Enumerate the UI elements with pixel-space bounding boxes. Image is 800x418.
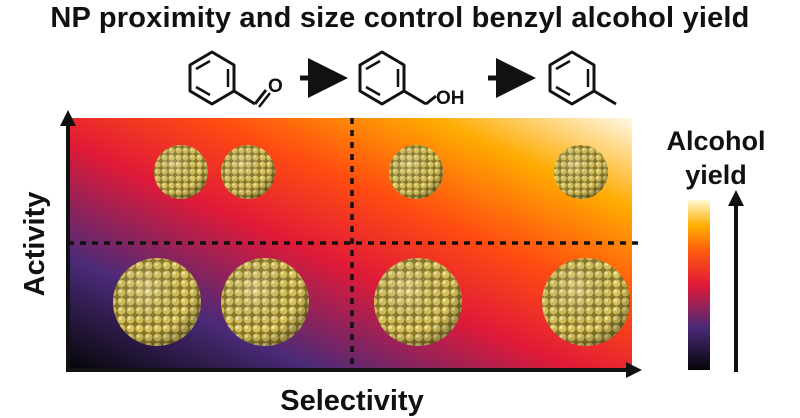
quadrant-bottom-left-particles — [113, 258, 309, 346]
reaction-scheme — [188, 50, 617, 108]
aldehyde-oxygen-label: O — [268, 76, 283, 97]
alcohol-oh-label: OH — [436, 88, 465, 109]
figure-title: NP proximity and size control benzyl alc… — [50, 2, 750, 34]
x-axis-arrowhead — [626, 362, 642, 378]
quadrant-top-right-particles — [389, 145, 608, 199]
x-axis-label: Selectivity — [280, 385, 423, 417]
benzyl-alcohol-structure — [358, 50, 437, 106]
colorbar-arrowhead — [728, 190, 744, 206]
toluene-structure — [548, 50, 617, 106]
y-axis-arrowhead — [60, 110, 76, 126]
colorbar-label-line2: yield — [685, 160, 747, 190]
alcohol-yield-colorbar — [688, 200, 710, 370]
y-axis-label: Activity — [19, 192, 51, 297]
quadrant-top-left-particles — [154, 145, 275, 199]
colorbar-label-line1: Alcohol — [667, 126, 766, 156]
benzaldehyde-structure — [188, 50, 271, 108]
quadrant-bottom-right-particles — [374, 258, 630, 346]
